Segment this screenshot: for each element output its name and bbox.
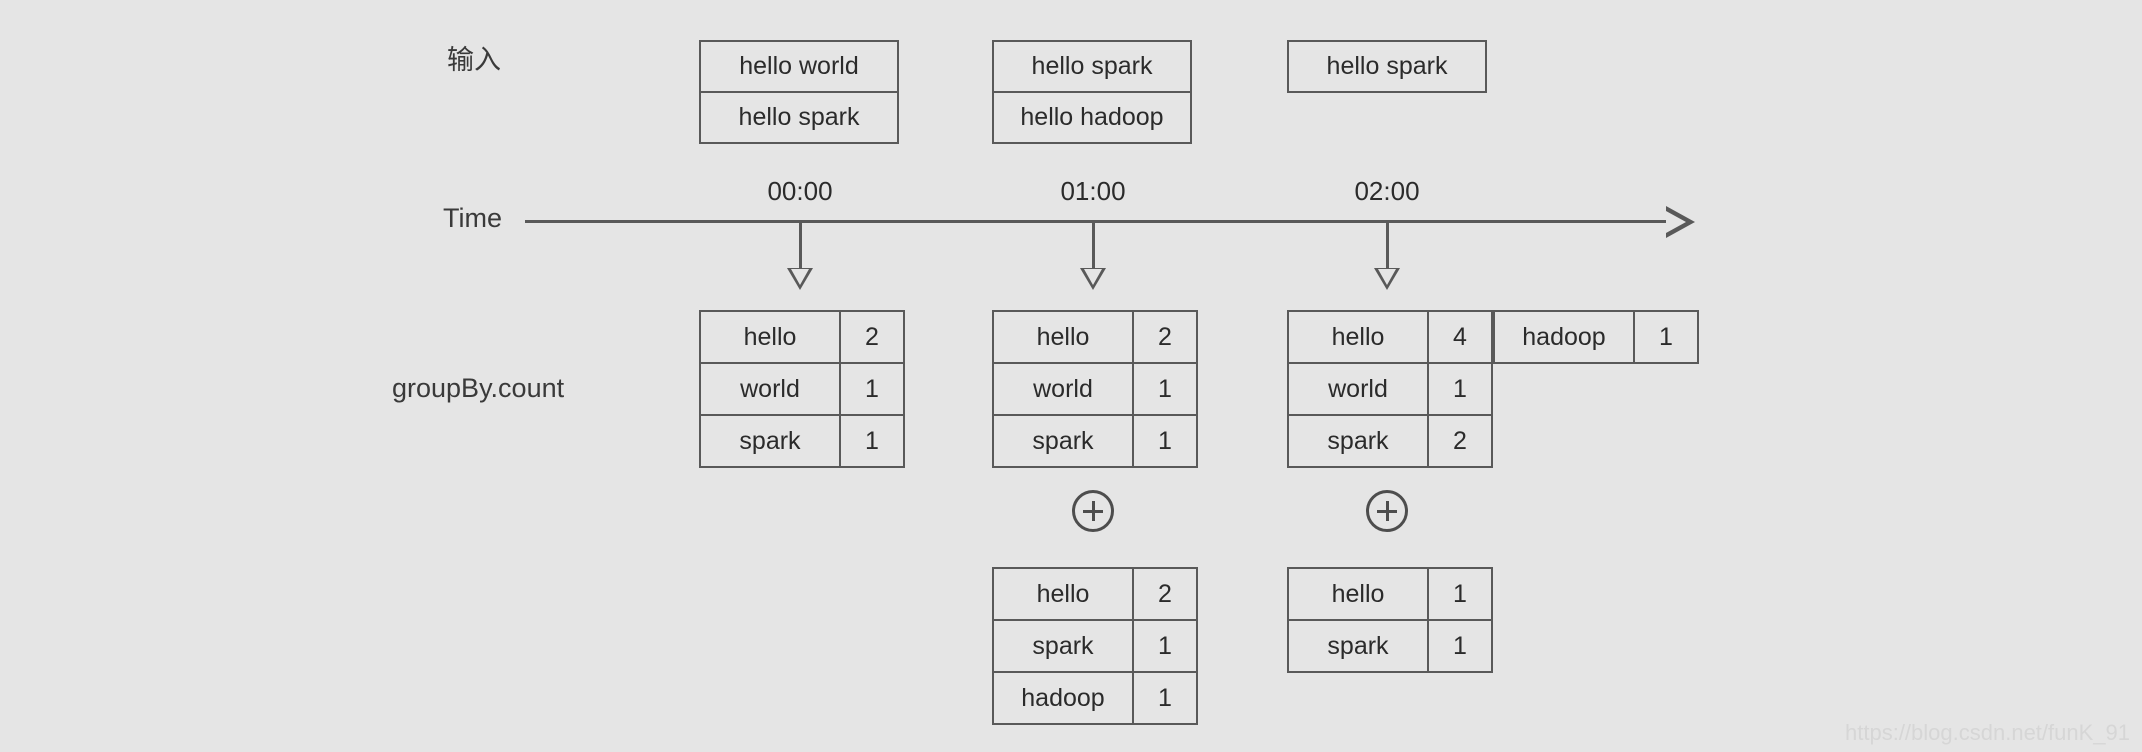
time-row-label: Time: [443, 203, 502, 233]
table-cell-count: 4: [1453, 322, 1467, 351]
table-cell-word: spark: [701, 416, 841, 466]
increment-table: hello 1 spark 1: [1287, 567, 1493, 673]
input-batch-text: hello spark: [1326, 52, 1448, 80]
table-row: hello 2: [701, 312, 903, 364]
table-row: hello 2: [994, 312, 1196, 364]
table-row: hello 2: [994, 569, 1196, 621]
result-table-extra: hadoop 1: [1493, 310, 1699, 364]
watermark: https://blog.csdn.net/funK_91: [1845, 720, 2130, 745]
table-row: spark 1: [701, 416, 903, 466]
table-cell-count: 1: [1659, 322, 1673, 351]
table-cell-count: 1: [1158, 683, 1172, 712]
plus-circle-icon: [1072, 490, 1114, 532]
result-table: hello 2 world 1 spark 1: [699, 310, 905, 468]
table-row: world 1: [1289, 364, 1491, 416]
table-cell-count: 1: [1453, 374, 1467, 403]
plus-circle-icon: [1366, 490, 1408, 532]
table-row: hadoop 1: [994, 673, 1196, 723]
input-batch-row: hello world: [701, 42, 897, 93]
table-cell-word: spark: [1289, 416, 1429, 466]
table-cell-word: hello: [1289, 569, 1429, 619]
input-batch-box: hello spark hello hadoop: [992, 40, 1192, 144]
input-row-label: 输入: [447, 45, 501, 75]
table-cell-word: world: [994, 364, 1134, 414]
table-cell-count: 2: [1158, 579, 1172, 608]
table-cell-count: 1: [865, 374, 879, 403]
table-row: world 1: [701, 364, 903, 416]
input-batch-box: hello spark: [1287, 40, 1487, 93]
table-cell-count: 1: [1453, 631, 1467, 660]
table-row: hello 1: [1289, 569, 1491, 621]
table-row: hadoop 1: [1495, 312, 1697, 362]
input-batch-text: hello spark: [1031, 52, 1153, 80]
table-cell-word: world: [1289, 364, 1429, 414]
groupby-row-label: groupBy.count: [392, 373, 565, 403]
table-cell-count: 1: [1158, 374, 1172, 403]
input-batch-row: hello spark: [1289, 42, 1485, 91]
table-cell-word: spark: [994, 416, 1134, 466]
table-cell-count: 1: [865, 426, 879, 455]
table-row: spark 1: [994, 416, 1196, 466]
table-cell-count: 2: [865, 322, 879, 351]
table-cell-word: hello: [994, 569, 1134, 619]
table-cell-word: hadoop: [1495, 312, 1635, 362]
table-cell-count: 1: [1453, 579, 1467, 608]
table-cell-count: 2: [1453, 426, 1467, 455]
input-batch-row: hello hadoop: [994, 93, 1190, 142]
result-table: hello 2 world 1 spark 1: [992, 310, 1198, 468]
table-row: spark 1: [994, 621, 1196, 673]
input-batch-text: hello spark: [738, 103, 860, 131]
table-cell-word: hello: [994, 312, 1134, 362]
table-cell-word: hello: [701, 312, 841, 362]
input-batch-text: hello hadoop: [1020, 103, 1164, 131]
table-cell-word: world: [701, 364, 841, 414]
increment-table: hello 2 spark 1 hadoop 1: [992, 567, 1198, 725]
input-batch-row: hello spark: [994, 42, 1190, 93]
table-row: hello 4: [1289, 312, 1491, 364]
timeline-tick-label: 02:00: [1354, 176, 1420, 206]
input-batch-row: hello spark: [701, 93, 897, 142]
timeline-tick: [1386, 222, 1389, 270]
timeline-axis: [525, 220, 1668, 223]
table-row: spark 2: [1289, 416, 1491, 466]
timeline-tick-label: 01:00: [1060, 176, 1126, 206]
table-cell-word: spark: [1289, 621, 1429, 671]
table-cell-word: hadoop: [994, 673, 1134, 723]
timeline-down-arrow-icon: [1374, 268, 1400, 290]
timeline-tick-label: 00:00: [767, 176, 833, 206]
table-cell-word: spark: [994, 621, 1134, 671]
timeline-arrow-icon: [1666, 206, 1695, 238]
table-cell-count: 1: [1158, 426, 1172, 455]
timeline-tick: [1092, 222, 1095, 270]
result-table: hello 4 world 1 spark 2: [1287, 310, 1493, 468]
table-row: spark 1: [1289, 621, 1491, 671]
table-cell-count: 1: [1158, 631, 1172, 660]
table-cell-count: 2: [1158, 322, 1172, 351]
table-cell-word: hello: [1289, 312, 1429, 362]
timeline-down-arrow-icon: [1080, 268, 1106, 290]
input-batch-text: hello world: [739, 52, 859, 80]
input-batch-box: hello world hello spark: [699, 40, 899, 144]
timeline-down-arrow-icon: [787, 268, 813, 290]
timeline-tick: [799, 222, 802, 270]
table-row: world 1: [994, 364, 1196, 416]
